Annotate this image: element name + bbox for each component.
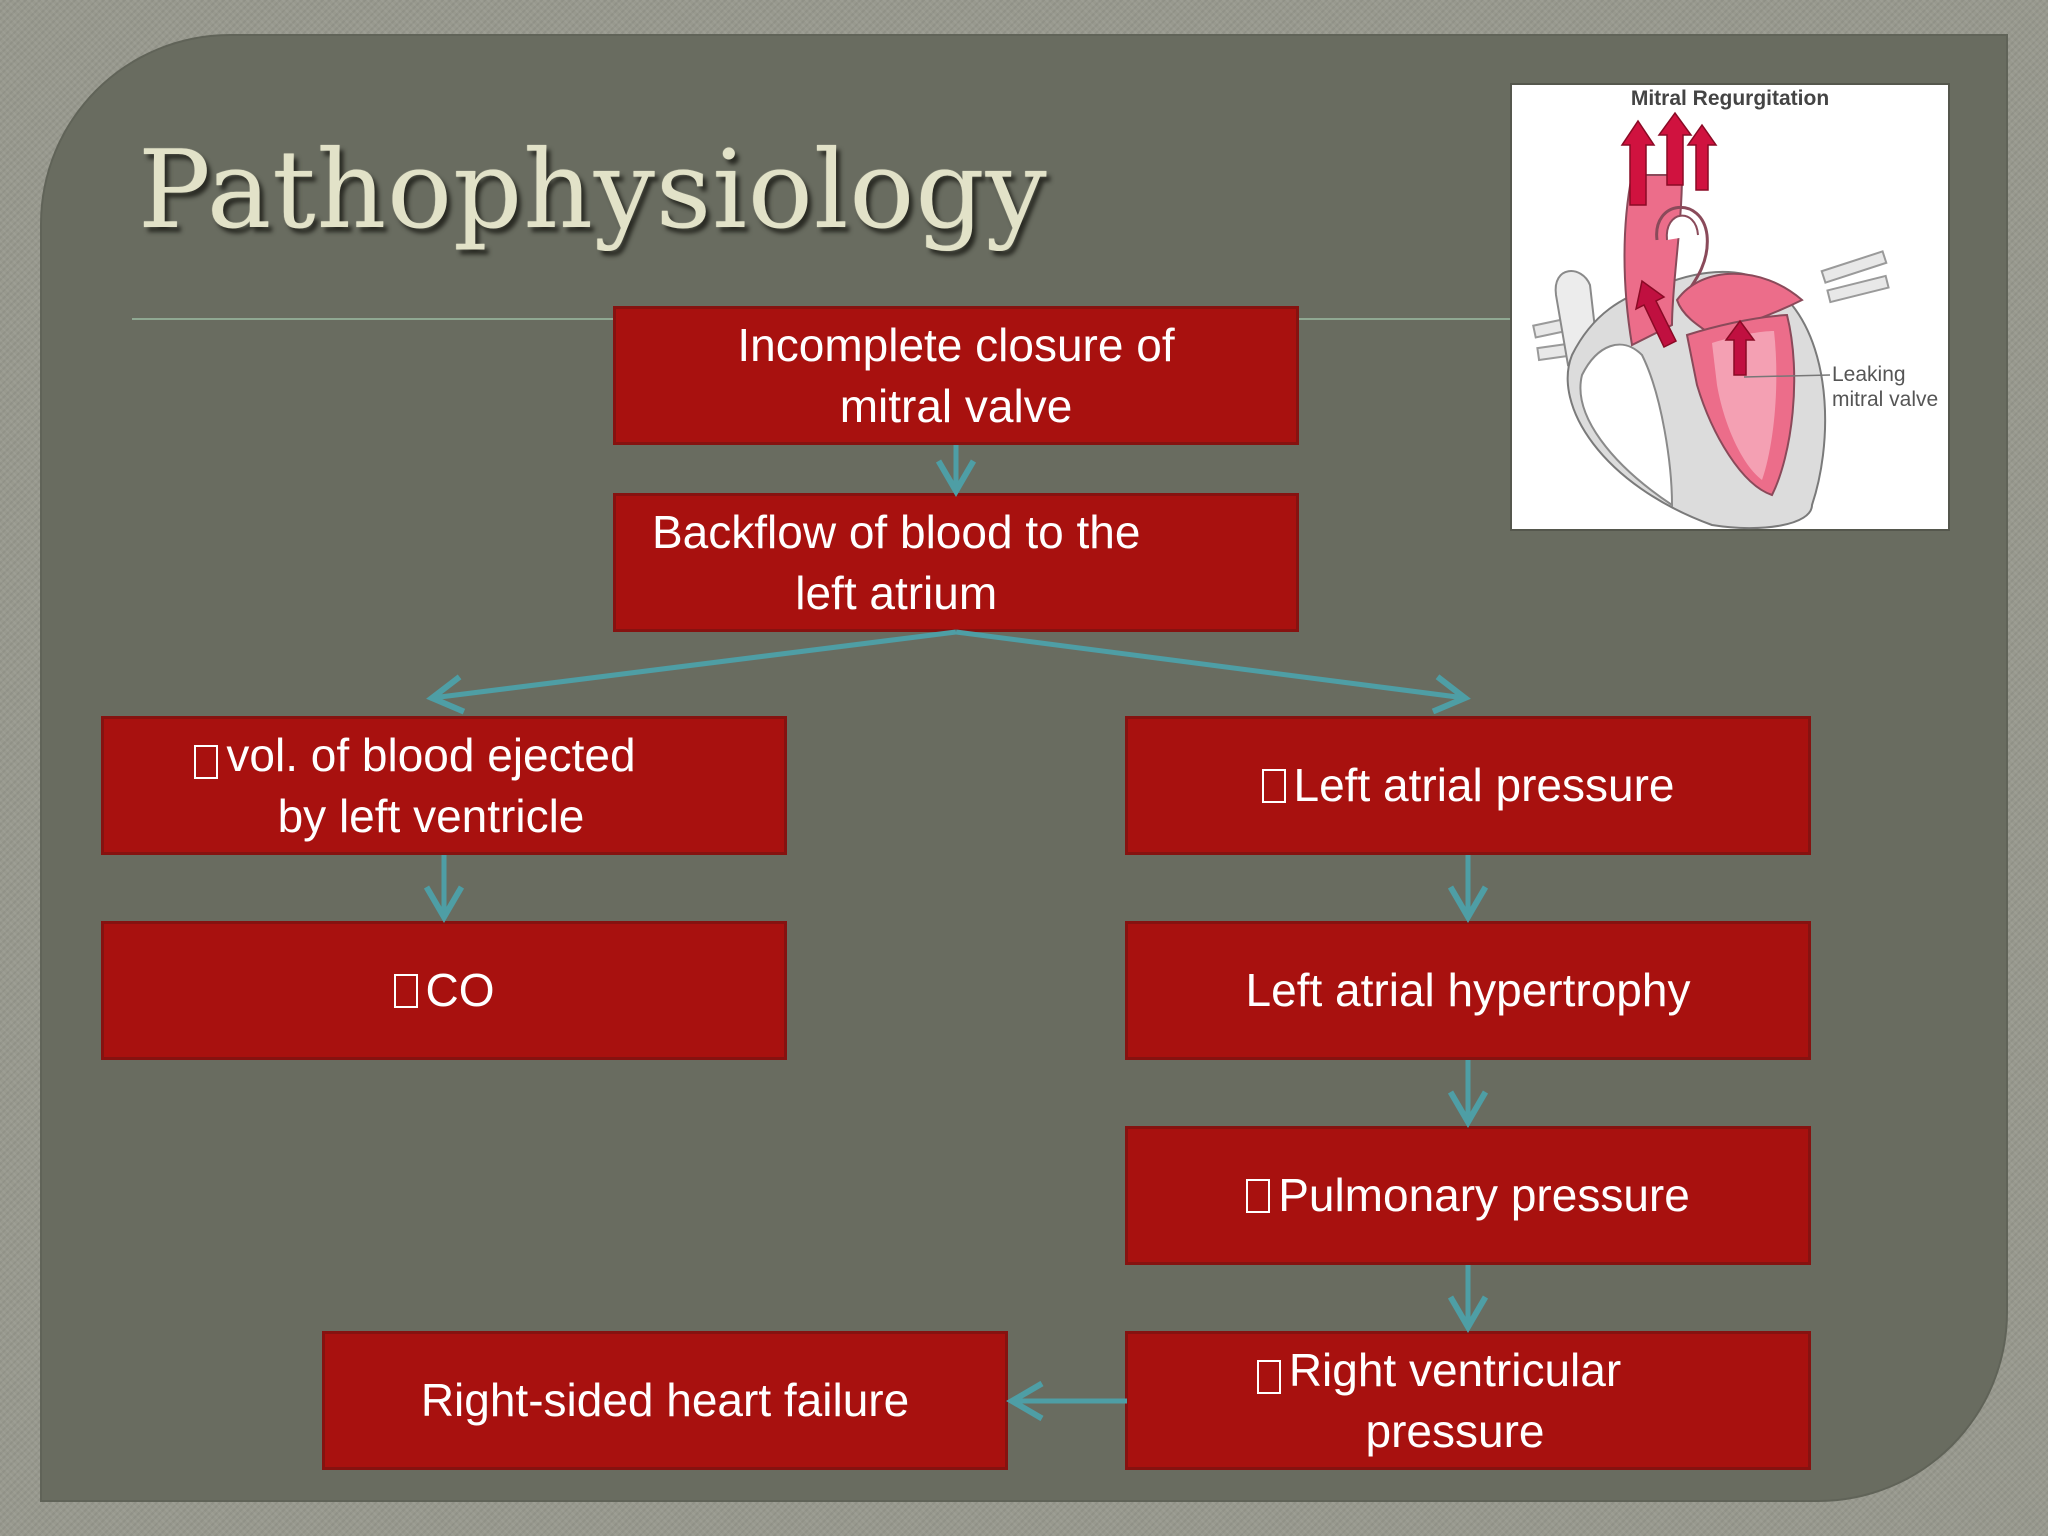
node-incomplete-closure: Incomplete closure of mitral valve — [613, 306, 1299, 445]
node-pulmonary-pressure: Pulmonary pressure — [1125, 1126, 1811, 1265]
node-backflow-label: Backflow of blood to the left atrium — [652, 502, 1140, 624]
node-vol-ejected: vol. of blood ejected by left ventricle — [101, 716, 787, 855]
placeholder-glyph-icon — [394, 974, 418, 1008]
node-left-atrial-hypertrophy-label: Left atrial hypertrophy — [1246, 960, 1691, 1021]
node-incomplete-closure-label: Incomplete closure of mitral valve — [737, 315, 1174, 437]
node-backflow: Backflow of blood to the left atrium — [613, 493, 1299, 632]
node-right-heart-failure-label: Right-sided heart failure — [421, 1370, 909, 1431]
node-right-ventricular-pressure-label: Right ventricular pressure — [1289, 1340, 1621, 1462]
node-right-ventricular-pressure: Right ventricular pressure — [1125, 1331, 1811, 1470]
node-left-atrial-pressure: Left atrial pressure — [1125, 716, 1811, 855]
node-pulmonary-pressure-label: Pulmonary pressure — [1278, 1165, 1690, 1226]
mitral-regurgitation-illustration: Mitral Regurgitation — [1510, 83, 1950, 531]
illustration-callout-label: Leaking mitral valve — [1832, 362, 1938, 412]
node-left-atrial-hypertrophy: Left atrial hypertrophy — [1125, 921, 1811, 1060]
slide-title: Pathophysiology — [138, 128, 1048, 253]
node-decreased-co-label: CO — [426, 960, 495, 1021]
placeholder-glyph-icon — [1257, 1360, 1281, 1394]
heart-diagram-icon — [1512, 85, 1952, 533]
node-vol-ejected-label: vol. of blood ejected by left ventricle — [226, 725, 635, 847]
node-right-heart-failure: Right-sided heart failure — [322, 1331, 1008, 1470]
node-left-atrial-pressure-label: Left atrial pressure — [1294, 755, 1675, 816]
placeholder-glyph-icon — [194, 745, 218, 779]
node-decreased-co: CO — [101, 921, 787, 1060]
placeholder-glyph-icon — [1246, 1179, 1270, 1213]
placeholder-glyph-icon — [1262, 769, 1286, 803]
